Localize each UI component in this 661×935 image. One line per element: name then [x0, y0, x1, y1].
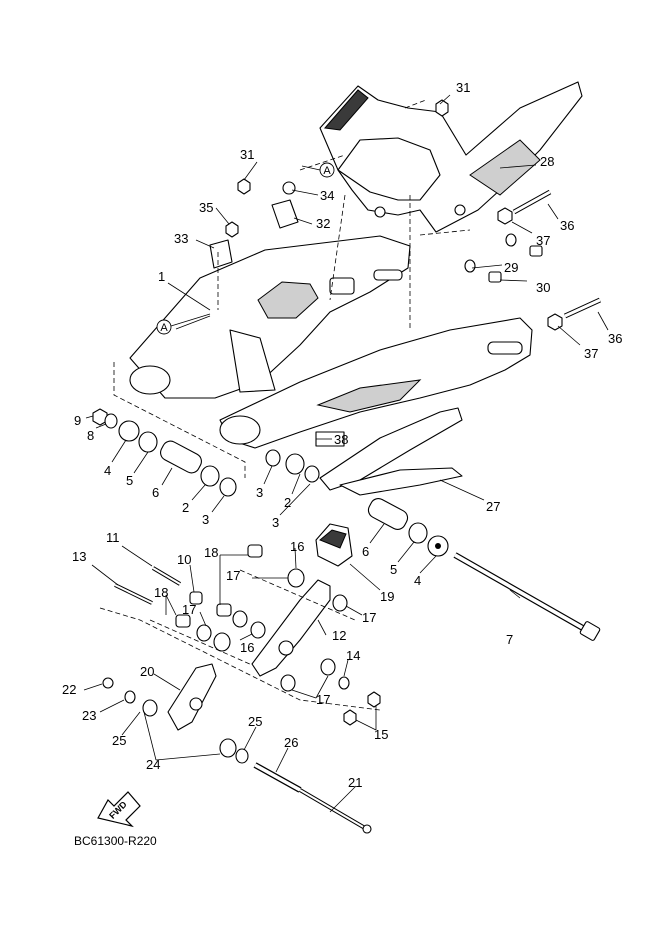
callout-16: 16	[290, 539, 304, 554]
nut-parts	[102, 676, 381, 726]
callout-31: 31	[456, 80, 470, 95]
callout-17: 17	[182, 602, 196, 617]
callout-25: 25	[112, 733, 126, 748]
callout-8: 8	[87, 428, 94, 443]
reference-mark-label: A	[160, 322, 168, 334]
upper-hardware-parts	[209, 99, 602, 331]
callout-6: 6	[152, 485, 159, 500]
callout-3: 3	[256, 485, 263, 500]
callout-26: 26	[284, 735, 298, 750]
callout-34: 34	[320, 188, 334, 203]
callout-36: 36	[560, 218, 574, 233]
callout-16: 16	[240, 640, 254, 655]
callout-25: 25	[248, 714, 262, 729]
callout-37: 37	[536, 233, 550, 248]
callout-17: 17	[316, 692, 330, 707]
linkage-bushing-parts	[124, 544, 348, 764]
callout-13: 13	[72, 549, 86, 564]
callout-35: 35	[199, 200, 213, 215]
nut-washer-parts	[92, 408, 118, 429]
callout-29: 29	[504, 260, 518, 275]
callout-23: 23	[82, 708, 96, 723]
callout-28: 28	[540, 154, 554, 169]
callout-30: 30	[536, 280, 550, 295]
callout-14: 14	[346, 648, 360, 663]
callout-2: 2	[182, 500, 189, 515]
callout-11: 11	[106, 530, 120, 545]
callout-4: 4	[104, 463, 111, 478]
swingarm-part	[129, 235, 533, 449]
callout-19: 19	[380, 589, 394, 604]
reference-mark-a-bottom: A	[156, 313, 211, 335]
callout-21: 21	[348, 775, 362, 790]
callout-4: 4	[414, 573, 421, 588]
reference-mark-label: A	[323, 165, 331, 177]
callout-2: 2	[284, 495, 291, 510]
callout-15: 15	[374, 727, 388, 742]
callout-5: 5	[126, 473, 133, 488]
leader-lines	[83, 94, 609, 813]
callout-17: 17	[226, 568, 240, 583]
callout-33: 33	[174, 231, 188, 246]
protector-part	[315, 523, 353, 567]
callout-38: 38	[334, 432, 348, 447]
callout-17: 17	[362, 610, 376, 625]
rear-fender-part	[319, 81, 583, 233]
callout-18: 18	[204, 545, 218, 560]
callout-22: 22	[62, 682, 76, 697]
callout-18: 18	[154, 585, 168, 600]
callout-3: 3	[202, 512, 209, 527]
callout-1: 1	[158, 269, 165, 284]
callout-10: 10	[177, 552, 191, 567]
pivot-shaft-part	[453, 552, 601, 641]
callout-37: 37	[584, 346, 598, 361]
callout-7: 7	[506, 632, 513, 647]
forward-direction-arrow-icon: FWD	[97, 791, 141, 828]
callout-20: 20	[140, 664, 154, 679]
chain-guard-part	[319, 407, 463, 496]
callout-5: 5	[390, 562, 397, 577]
relay-arm-part	[167, 579, 331, 731]
collar-parts	[118, 420, 449, 557]
callout-12: 12	[332, 628, 346, 643]
callout-32: 32	[316, 216, 330, 231]
callout-27: 27	[486, 499, 500, 514]
callout-31: 31	[240, 147, 254, 162]
callout-labels: 31 31 28 34 35 32 36 33 37 29 1 30 36 37…	[62, 80, 622, 790]
callout-6: 6	[362, 544, 369, 559]
assembly-guide-lines	[99, 99, 471, 711]
bearing-parts	[200, 449, 320, 497]
callout-3: 3	[272, 515, 279, 530]
reference-mark-a-top: A	[301, 162, 335, 178]
callout-9: 9	[74, 413, 81, 428]
callout-36: 36	[608, 331, 622, 346]
diagram-code-label: BC61300-R220	[74, 834, 157, 848]
callout-24: 24	[146, 757, 160, 772]
